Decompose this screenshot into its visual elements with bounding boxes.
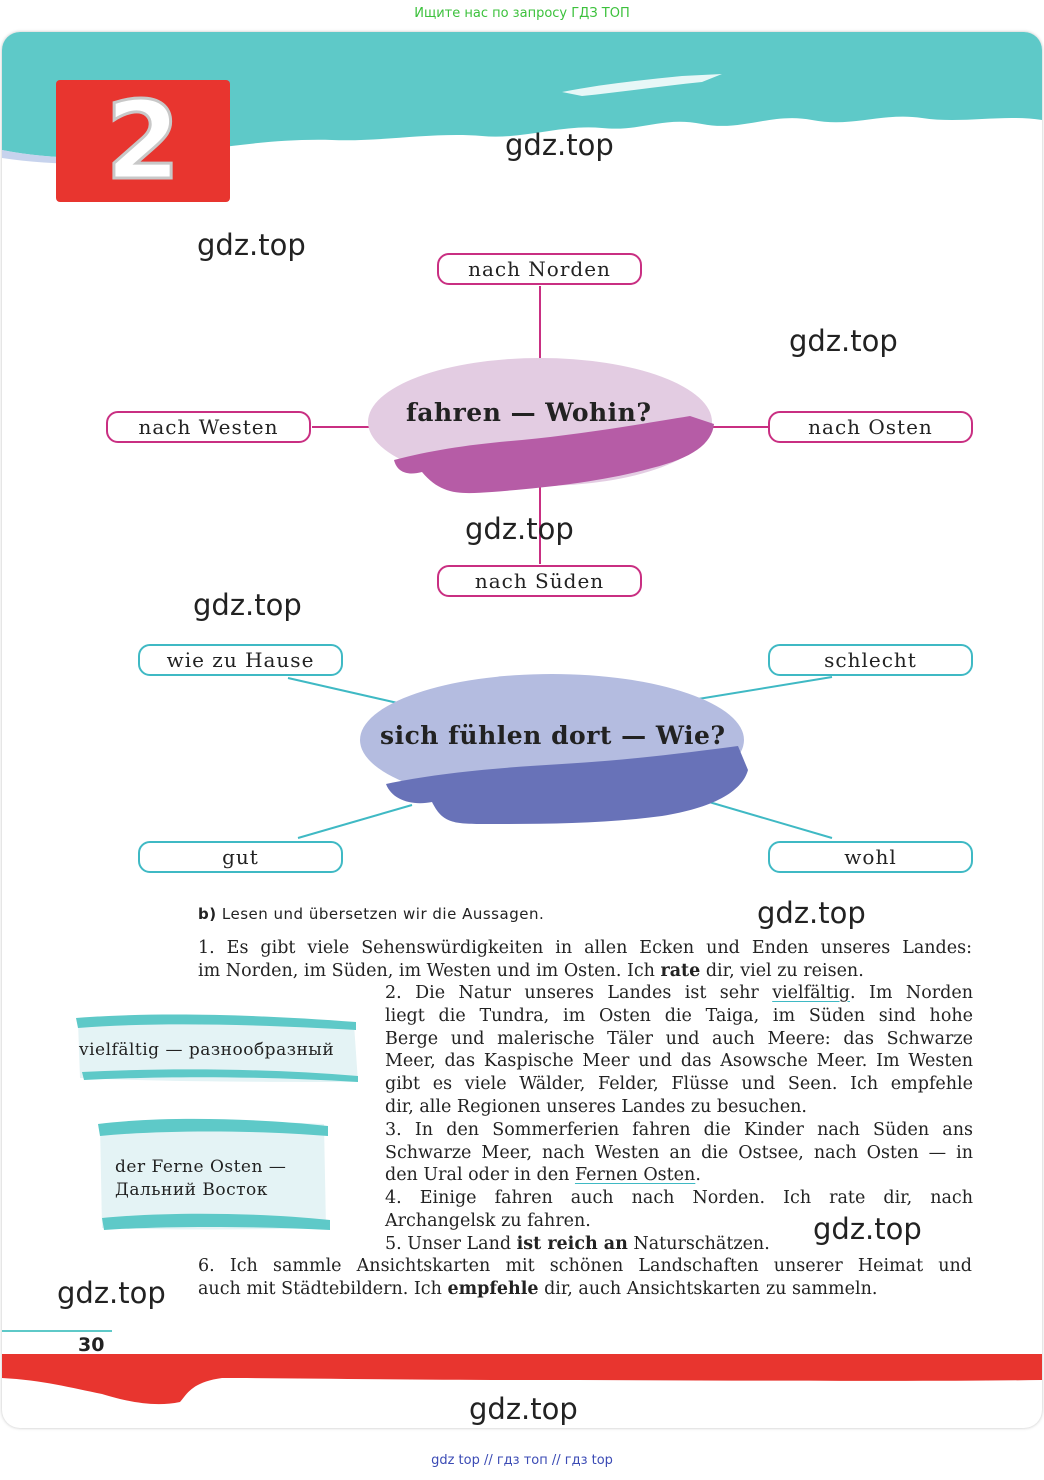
sentence-2-line-1: 2. Die Natur unseres Landes ist sehr vie…: [385, 983, 973, 1003]
sentence-1-line-2: im Norden, im Süden, im Westen und im Os…: [198, 960, 864, 981]
watermark: gdz.top: [813, 1212, 922, 1246]
node-gut: gut: [138, 841, 343, 873]
glossary-vielfaeltig: vielfältig — разнообразный: [79, 1040, 335, 1060]
sentence-6: 6. Ich sammle Ansichtskarten mit schönen…: [198, 1255, 972, 1301]
page-decoration: [2, 32, 1042, 1405]
page-number: 30: [78, 1334, 105, 1356]
watermark: gdz.top: [505, 128, 614, 162]
watermark: gdz.top: [465, 512, 574, 546]
blob-fuehlen-brush: [386, 746, 748, 824]
top-search-link[interactable]: Ищите нас по запросу ГДЗ ТОП: [414, 6, 630, 21]
sentence-6-line-1: 6. Ich sammle Ansichtskarten mit schönen…: [198, 1256, 972, 1276]
line-bottom-left: [297, 804, 413, 839]
sentence-2-line-4: Meer, das Kaspische Meer und das Asowsch…: [385, 1051, 973, 1072]
sentence-5: 5. Unser Land ist reich an Naturschätzen…: [385, 1233, 770, 1254]
sentence-2-line-6: dir, alle Regionen unseres Landes zu bes…: [385, 1096, 807, 1117]
sentence-1: 1. Es gibt viele Sehenswürdigkeiten in a…: [198, 937, 972, 983]
exercise-letter: b): [198, 905, 217, 923]
line-bottom-right: [691, 796, 833, 839]
bottom-site-links[interactable]: gdz top // гдз топ // гдз top: [431, 1453, 613, 1468]
sentence-2-line-5: gibt es viele Wälder, Felder, Flüsse und…: [385, 1074, 973, 1095]
sentence-4-line-1: 4. Einige fahren auch nach Norden. Ich r…: [385, 1188, 973, 1209]
watermark: gdz.top: [57, 1276, 166, 1310]
center-sich-fuehlen-wie: sich fühlen dort — Wie?: [380, 721, 726, 750]
watermark: gdz.top: [197, 228, 306, 262]
sentence-3-line-3: den Ural oder in den Fernen Osten.: [385, 1165, 701, 1186]
sentence-2-line-2: liegt die Tundra, im Osten die Taiga, im…: [385, 1005, 973, 1026]
gloss2-brush-bottom: [102, 1213, 330, 1230]
gloss2-bg: [100, 1121, 326, 1230]
node-nach-norden: nach Norden: [437, 253, 642, 285]
sentence-2-line-3: Berge und malerische Täler und auch Meer…: [385, 1028, 973, 1049]
line-top-left: [287, 677, 403, 705]
gloss1-brush-top: [76, 1014, 356, 1030]
sentence-3-line-2: Schwarze Meer, nach Westen an die Ostsee…: [385, 1142, 973, 1163]
gloss2-brush-top: [98, 1118, 328, 1136]
node-nach-sueden: nach Süden: [437, 565, 642, 597]
node-wie-zu-hause: wie zu Hause: [138, 644, 343, 676]
sentence-6-line-2: auch mit Städtebildern. Ich empfehle dir…: [198, 1278, 878, 1299]
top-banner: [2, 32, 1042, 158]
node-wohl: wohl: [768, 841, 973, 873]
node-schlecht: schlecht: [768, 644, 973, 676]
blob-fahren-brush: [394, 416, 714, 494]
node-nach-osten: nach Osten: [768, 411, 973, 443]
center-fahren-wohin: fahren — Wohin?: [406, 398, 652, 427]
line-top-right: [691, 676, 833, 701]
glossary-ferne-osten-de: der Ferne Osten —: [115, 1157, 287, 1177]
sentences-2-5: 2. Die Natur unseres Landes ist sehr vie…: [385, 982, 973, 1256]
exercise-instruction: b) Lesen und übersetzen wir die Aussagen…: [198, 905, 544, 923]
section-number: 2: [56, 77, 230, 205]
exercise-instruction-text: Lesen und übersetzen wir die Aussagen.: [221, 905, 545, 923]
watermark: gdz.top: [789, 324, 898, 358]
watermark: gdz.top: [469, 1392, 578, 1426]
gloss1-brush-bottom: [82, 1069, 358, 1082]
sentence-3-line-1: 3. In den Sommerferien fahren die Kinder…: [385, 1119, 973, 1140]
glossary-ferne-osten: der Ferne Osten — Дальний Восток: [115, 1156, 286, 1202]
sentence-1-line-1: 1. Es gibt viele Sehenswürdigkeiten in a…: [198, 938, 972, 958]
watermark: gdz.top: [193, 588, 302, 622]
gloss1-bg: [78, 1018, 358, 1082]
node-nach-westen: nach Westen: [106, 411, 311, 443]
bottom-banner: [2, 1354, 1042, 1405]
watermark: gdz.top: [757, 896, 866, 930]
glossary-ferne-osten-ru: Дальний Восток: [115, 1180, 268, 1200]
sentence-4-line-2: Archangelsk zu fahren.: [385, 1210, 591, 1231]
